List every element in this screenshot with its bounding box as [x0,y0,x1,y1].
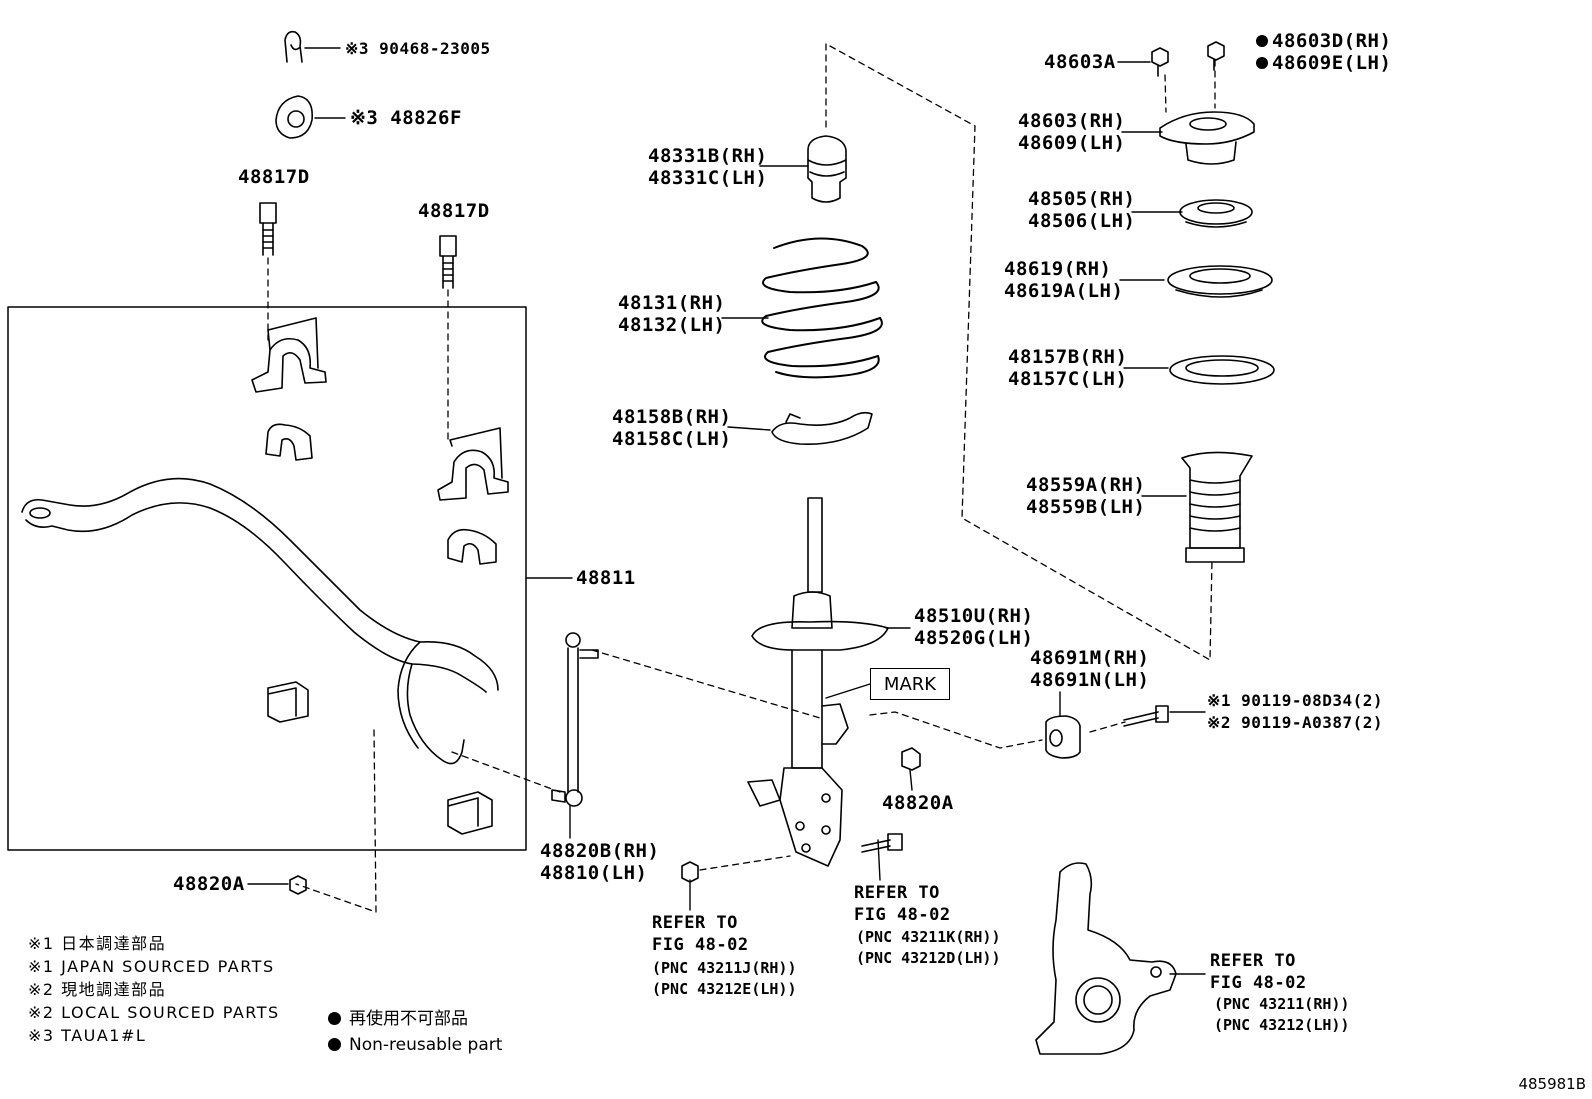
lower-insulator-drawing [771,411,873,445]
label-48817d-left: 48817D [238,166,310,188]
label-48691: 48691M(RH) 48691N(LH) [1030,647,1150,691]
stabilizer-bracket-left-drawing [251,317,327,393]
refer-note-2-pnc: (PNC 43211K(RH)) (PNC 43212D(LH)) [856,928,1001,967]
label-48158: 48158B(RH) 48158C(LH) [612,406,732,450]
label-48619: 48619(RH) 48619A(LH) [1004,258,1124,302]
label-48331: 48331B(RH) 48331C(LH) [648,145,768,189]
stabilizer-bush-left-drawing [265,423,313,461]
nonreusable-en: Non-reusable part [349,1035,503,1055]
nut-lower-drawing [681,861,699,883]
retainer-right-drawing [447,791,493,835]
figure-id: 485981B [1518,1075,1586,1093]
label-48826f: ※3 48826F [350,107,462,129]
stabilizer-bracket-right-drawing [437,427,509,501]
legend-line-4: ※2 LOCAL SOURCED PARTS [28,1003,280,1022]
stabilizer-bush-right-drawing [447,528,497,565]
shock-absorber-drawing [747,497,889,867]
nonreusable-marker-icon [1256,57,1268,69]
steering-knuckle-drawing [1035,862,1177,1055]
label-48603a: 48603A [1044,51,1116,73]
nut-48820a-left-drawing [289,875,307,895]
bearing-48505-drawing [1179,199,1253,228]
refer-note-1-head: REFER TO FIG 48-02 [652,913,749,955]
label-48510: 48510U(RH) 48520G(LH) [914,605,1034,649]
nonreusable-legend: 再使用不可部品 Non-reusable part [328,1006,502,1058]
seat-48157-drawing [1169,355,1275,385]
bolt-48817d-left-drawing [259,202,277,256]
nut-48820a-right-drawing [901,747,921,771]
legend-line-2: ※1 JAPAN SOURCED PARTS [28,957,275,976]
label-48820b: 48820B(RH) 48810(LH) [540,840,660,884]
stabilizer-bar-drawing [21,477,499,765]
label-48817d-right: 48817D [418,200,490,222]
upper-support-drawing [1151,41,1255,165]
label-48559: 48559A(RH) 48559B(LH) [1026,474,1146,518]
insulator-48619-drawing [1167,265,1273,298]
legend-line-5: ※3 TAUA1#L [28,1026,147,1045]
label-48157: 48157B(RH) 48157C(LH) [1008,346,1128,390]
label-48505: 48505(RH) 48506(LH) [1028,188,1136,232]
label-90468: ※3 90468-23005 [345,39,491,58]
dust-boot-drawing [1181,451,1253,563]
refer-note-1-pnc: (PNC 43211J(RH)) (PNC 43212E(LH)) [652,959,797,998]
refer-note-3-pnc: (PNC 43211(RH)) (PNC 43212(LH)) [1214,995,1350,1034]
bump-stopper-drawing [807,135,847,203]
coil-spring-drawing [761,237,883,379]
bushing-48691-drawing [1045,715,1081,759]
nonreusable-jp: 再使用不可部品 [349,1009,468,1029]
label-90119: ※1 90119-08D34(2) ※2 90119-A0387(2) [1207,691,1384,732]
stabilizer-link-drawing [551,632,599,807]
label-leader-lines [247,47,1206,975]
clip-90468-drawing [284,30,303,63]
refer-note-2-head: REFER TO FIG 48-02 [854,883,951,925]
label-48603d: 48603D(RH) 48609E(LH) [1272,30,1392,74]
assembly-guide-lines [267,43,1216,913]
retainer-left-drawing [267,681,309,723]
legend-line-3: ※2 現地調達部品 [28,980,167,999]
nonreusable-marker-icon [1256,35,1268,47]
legend-line-1: ※1 日本調達部品 [28,934,167,953]
label-48603: 48603(RH) 48609(LH) [1018,110,1126,154]
bolt-48817d-right-drawing [439,235,457,289]
label-48820a-left: 48820A [173,873,245,895]
sourcing-legend: ※1 日本調達部品 ※1 JAPAN SOURCED PARTS ※2 現地調達… [28,932,280,1047]
bolt-lower-drawing [861,833,903,853]
bolt-90119-drawing [1123,705,1169,727]
refer-note-3-head: REFER TO FIG 48-02 [1210,951,1307,993]
label-48820a-right: 48820A [882,792,954,814]
label-48131: 48131(RH) 48132(LH) [618,292,726,336]
nonreusable-dot-icon [328,1038,341,1051]
bush-48826f-drawing [275,95,314,139]
nonreusable-dot-icon [328,1012,341,1025]
mark-callout: MARK [870,668,950,700]
label-48811: 48811 [576,567,636,589]
